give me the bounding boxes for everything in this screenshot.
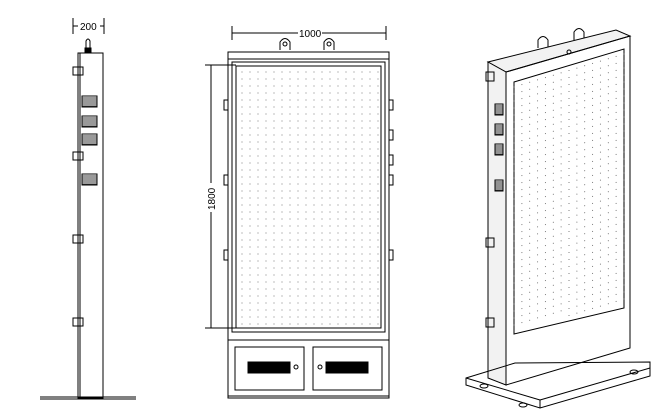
side-bracket (72, 234, 84, 244)
side-bracket (72, 317, 84, 327)
side-bracket (72, 151, 84, 161)
side-body (77, 52, 104, 399)
front-lifting-hook-left (279, 38, 291, 50)
front-door-lock-right (317, 364, 323, 370)
front-lifting-hook-right (323, 38, 335, 50)
side-view: 200 (40, 18, 136, 400)
front-width-label: 1000 (299, 29, 322, 40)
iso-base-plate (465, 361, 651, 409)
iso-lifting-hook-left (537, 36, 549, 48)
front-door-lock-left (293, 364, 299, 370)
front-screen (235, 65, 382, 329)
side-hook-base (84, 47, 92, 53)
front-view: 1000 1800 (205, 26, 394, 399)
front-screen-pixel-grid (241, 71, 379, 325)
front-width-dimension: 1000 (231, 26, 387, 40)
front-height-label: 1800 (207, 187, 218, 210)
front-lower-door-left (234, 346, 305, 391)
front-cabinet (227, 51, 390, 399)
iso-lifting-hook-right (573, 28, 585, 40)
front-height-dimension: 1800 (205, 64, 236, 329)
iso-view (465, 28, 651, 409)
iso-screen-pixel-grid (513, 53, 625, 326)
side-depth-label: 200 (80, 22, 97, 33)
front-vent-grille-left (247, 361, 291, 374)
front-screen-frame (231, 61, 386, 333)
iso-side-vents (494, 103, 504, 192)
side-depth-dimension: 200 (72, 18, 105, 34)
front-lower-door-right (312, 346, 383, 391)
front-vent-grille-right (325, 361, 369, 374)
side-vents (81, 95, 98, 186)
iso-front-face (505, 35, 631, 386)
side-lifting-hook (85, 38, 91, 48)
iso-screen (513, 48, 625, 335)
side-bracket (72, 66, 84, 76)
